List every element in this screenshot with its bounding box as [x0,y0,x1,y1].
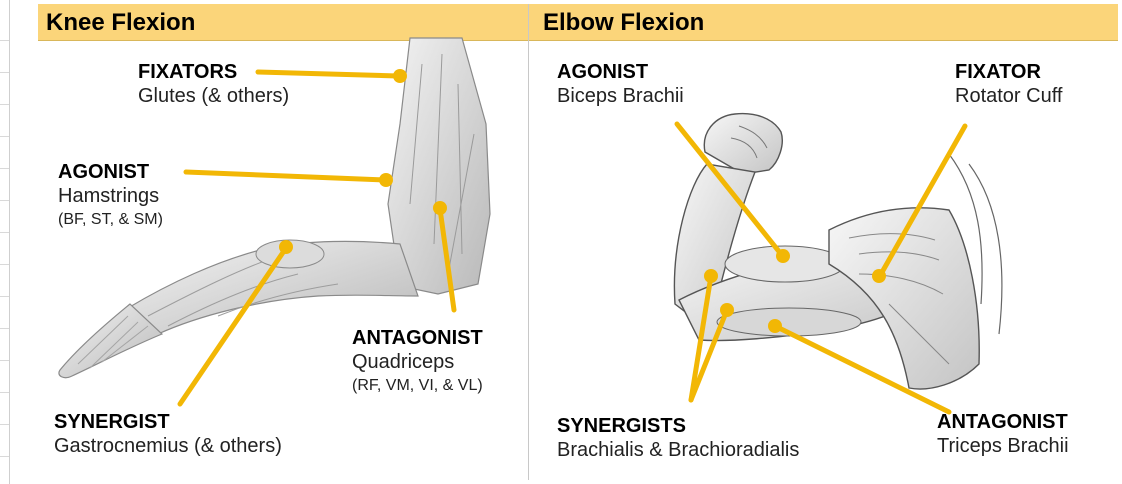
knee-agonist-label: AGONIST Hamstrings (BF, ST, & SM) [58,160,163,229]
knee-fixators-muscle: Glutes (& others) [138,84,289,108]
knee-agonist-muscle: Hamstrings [58,184,163,208]
elbow-agonist-label: AGONIST Biceps Brachii [557,60,684,108]
knee-agonist-role: AGONIST [58,160,163,184]
knee-synergist-muscle: Gastrocnemius (& others) [54,434,282,458]
elbow-antagonist-muscle: Triceps Brachii [937,434,1069,458]
knee-antagonist-role: ANTAGONIST [352,326,483,350]
elbow-synergists-role: SYNERGISTS [557,414,799,438]
knee-antagonist-label: ANTAGONIST Quadriceps (RF, VM, VI, & VL) [352,326,483,395]
agonist-pointer-dot [379,173,393,187]
elbow-agonist-muscle: Biceps Brachii [557,84,684,108]
elbow-agonist-role: AGONIST [557,60,684,84]
antagonist-pointer-dot [433,201,447,215]
knee-agonist-detail: (BF, ST, & SM) [58,210,163,229]
elbow-fixator-label: FIXATOR Rotator Cuff [955,60,1062,108]
elbow-fixator-role: FIXATOR [955,60,1062,84]
elbow-antagonist-label: ANTAGONIST Triceps Brachii [937,410,1069,458]
elbow-fixator-muscle: Rotator Cuff [955,84,1062,108]
knee-synergist-role: SYNERGIST [54,410,282,434]
elbow-synergists-muscle: Brachialis & Brachioradialis [557,438,799,462]
elbow-fixator-pointer-dot [872,269,886,283]
elbow-synergist-pointer-1-dot [704,269,718,283]
knee-antagonist-detail: (RF, VM, VI, & VL) [352,376,483,395]
knee-fixators-role: FIXATORS [138,60,289,84]
elbow-flexion-panel: Elbow Flexion [529,4,1118,480]
knee-antagonist-muscle: Quadriceps [352,350,483,374]
elbow-synergists-label: SYNERGISTS Brachialis & Brachioradialis [557,414,799,462]
knee-flexion-panel: Knee Flexion [38,4,529,480]
fixators-pointer-dot [393,69,407,83]
elbow-antagonist-pointer-dot [768,319,782,333]
knee-fixators-label: FIXATORS Glutes (& others) [138,60,289,108]
elbow-synergist-pointer-2-dot [720,303,734,317]
agonist-pointer [186,172,384,180]
elbow-antagonist-role: ANTAGONIST [937,410,1069,434]
elbow-agonist-pointer-dot [776,249,790,263]
spreadsheet-row-strip [0,0,10,484]
knee-synergist-label: SYNERGIST Gastrocnemius (& others) [54,410,282,458]
synergist-pointer-dot [279,240,293,254]
